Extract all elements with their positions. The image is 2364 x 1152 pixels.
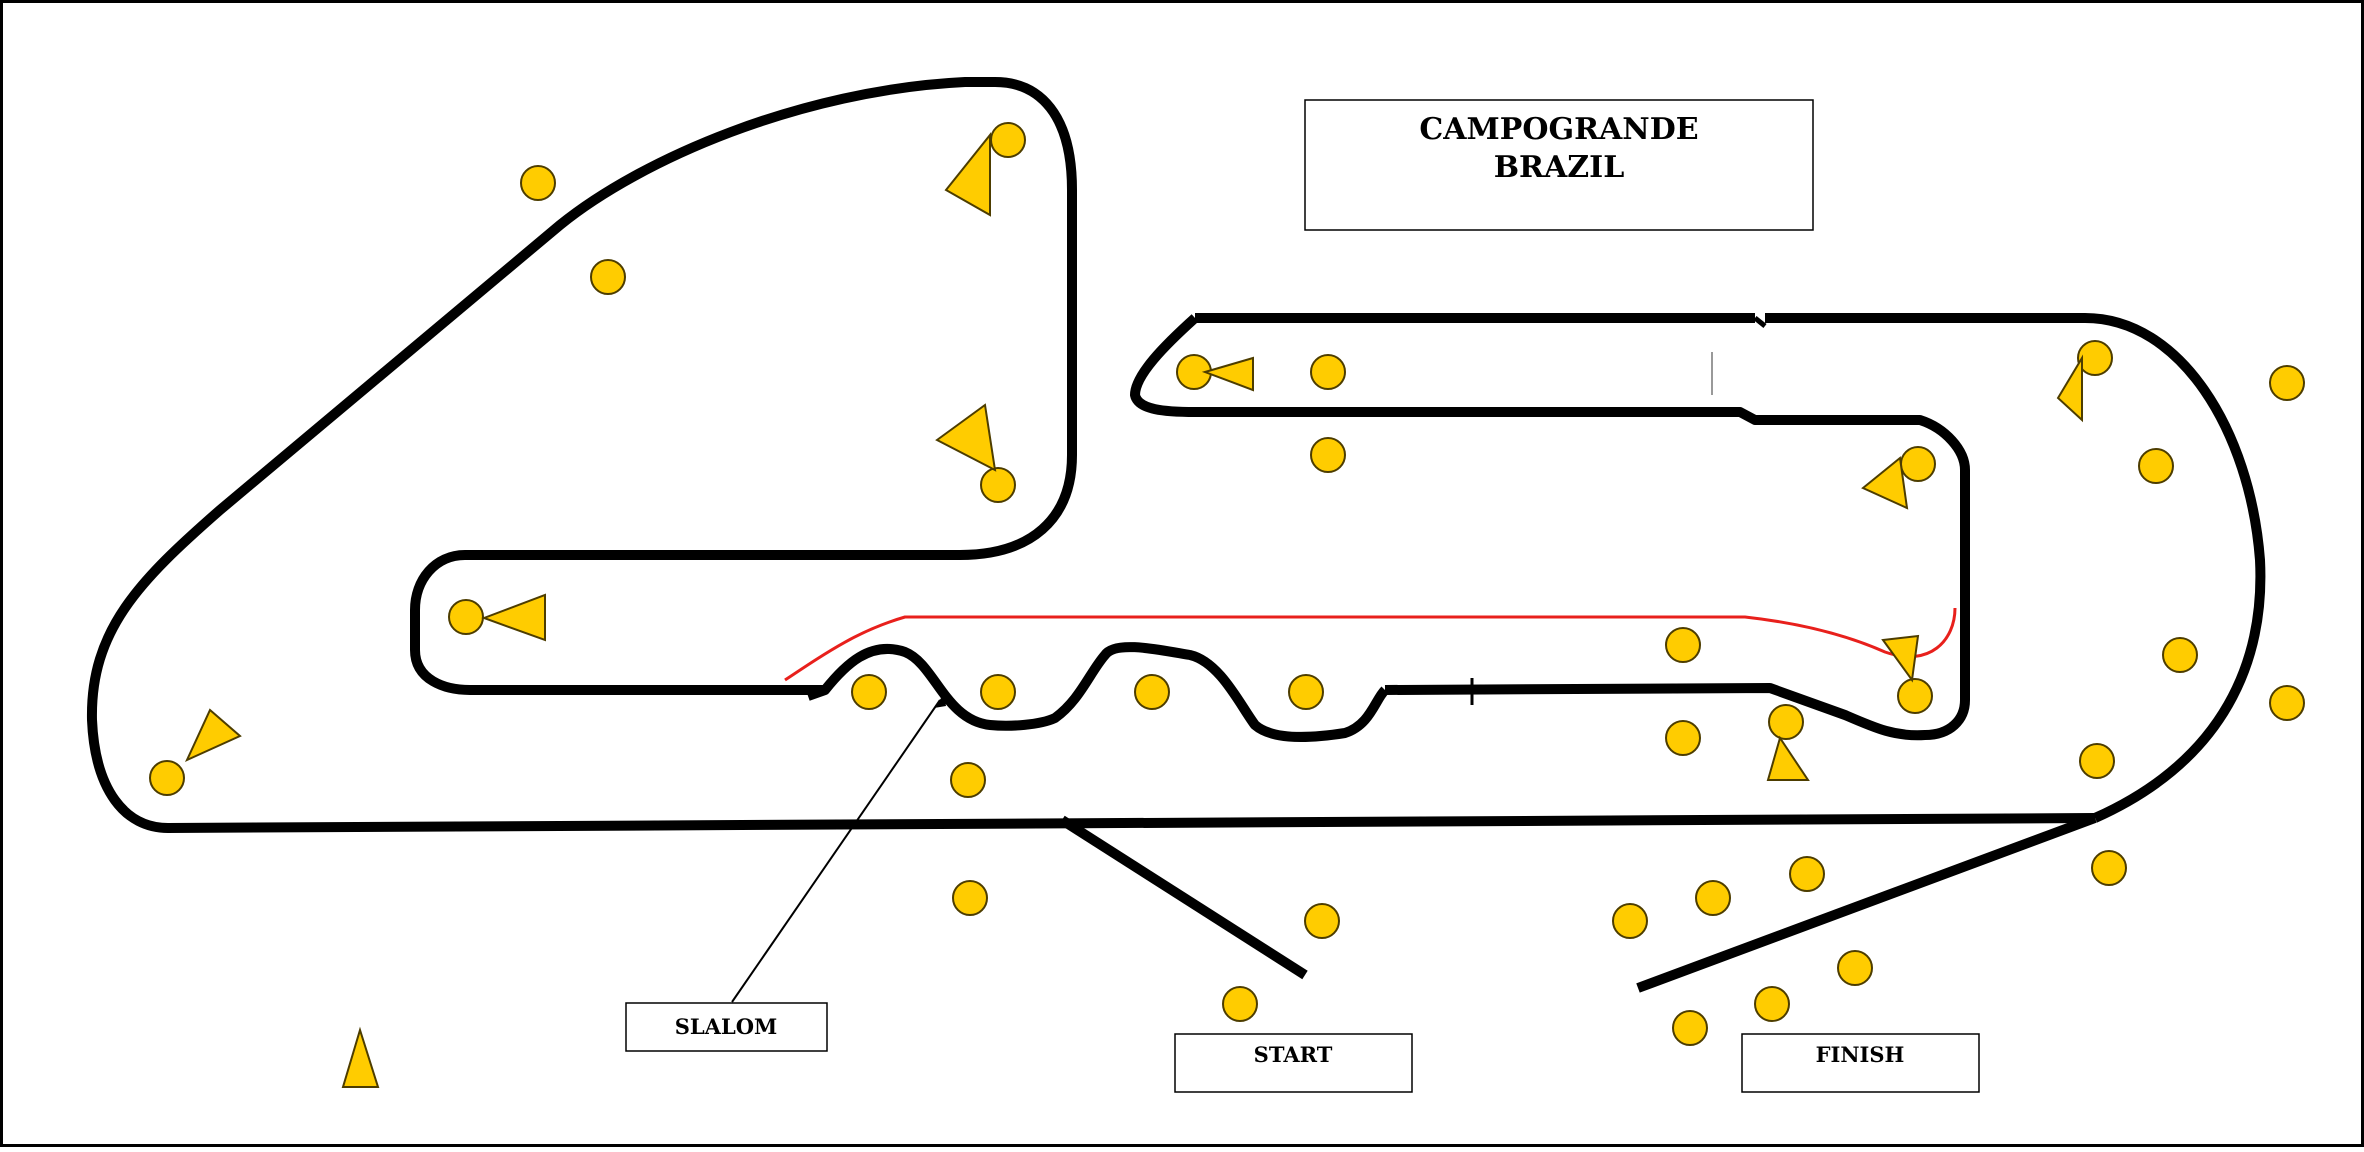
direction-arrow-marker — [1861, 456, 1909, 510]
cone-marker — [149, 760, 185, 796]
track-outer-loop — [86, 77, 2096, 833]
cone-marker — [851, 674, 887, 710]
slalom-label: SLALOM — [675, 1014, 778, 1039]
title-box: CAMPOGRANDE BRAZIL — [1304, 99, 1814, 231]
direction-arrow-marker — [1201, 356, 1254, 392]
direction-markers — [184, 132, 2083, 1088]
cone-marker — [1222, 986, 1258, 1022]
start-label-box: START — [1174, 1033, 1413, 1093]
cone-marker — [1134, 674, 1170, 710]
cone-marker — [1672, 1010, 1708, 1046]
finish-line — [1636, 813, 2097, 993]
cone-marker — [1304, 903, 1340, 939]
cone-marker — [2077, 340, 2113, 376]
cone-marker — [590, 259, 626, 295]
direction-arrow-marker — [1766, 735, 1810, 781]
direction-arrow-marker — [481, 593, 546, 642]
cone-marker — [980, 467, 1016, 503]
direction-arrow-marker — [935, 403, 997, 472]
cone-marker — [1789, 856, 1825, 892]
direction-arrow-marker — [944, 132, 991, 217]
cone-marker — [990, 122, 1026, 158]
cone-marker — [2079, 743, 2115, 779]
cone-marker — [2269, 365, 2305, 401]
cone-marker — [1310, 437, 1346, 473]
title-line-1: CAMPOGRANDE — [1419, 112, 1698, 147]
track-outline — [86, 77, 2266, 993]
cone-marker — [1288, 674, 1324, 710]
cone-marker — [980, 674, 1016, 710]
slalom-label-box: SLALOM — [625, 1002, 828, 1052]
direction-arrow-marker — [1881, 634, 1920, 683]
cone-marker — [1900, 446, 1936, 482]
cone-marker — [1310, 354, 1346, 390]
start-label: START — [1254, 1042, 1333, 1067]
cone-markers — [149, 122, 2305, 1046]
cone-marker — [520, 165, 556, 201]
cone-marker — [1612, 903, 1648, 939]
start-line — [1059, 815, 1308, 980]
cone-marker — [1768, 704, 1804, 740]
cone-marker — [1837, 950, 1873, 986]
cone-marker — [2162, 637, 2198, 673]
cone-marker — [952, 880, 988, 916]
track-inner-return — [1130, 314, 1970, 741]
track-slalom-section — [806, 642, 1389, 742]
direction-arrow-marker — [2056, 354, 2083, 423]
cone-marker — [950, 762, 986, 798]
finish-label: FINISH — [1816, 1042, 1905, 1067]
finish-label-box: FINISH — [1741, 1033, 1980, 1093]
cone-marker — [1695, 880, 1731, 916]
cone-marker — [2269, 685, 2305, 721]
cone-marker — [1665, 627, 1701, 663]
slalom-pointer — [731, 694, 946, 1003]
cone-marker — [1754, 986, 1790, 1022]
racing-line — [784, 607, 1957, 682]
track-upper-straight-end — [1753, 316, 1767, 328]
cone-marker — [1665, 720, 1701, 756]
direction-arrow-marker — [184, 708, 242, 763]
cone-marker — [2091, 850, 2127, 886]
title-line-2: BRAZIL — [1494, 150, 1625, 185]
track-right-hairpin — [1765, 313, 2266, 823]
direction-arrow-marker — [341, 1026, 380, 1088]
cone-marker — [1897, 678, 1933, 714]
cone-marker — [448, 599, 484, 635]
cone-marker — [2138, 448, 2174, 484]
